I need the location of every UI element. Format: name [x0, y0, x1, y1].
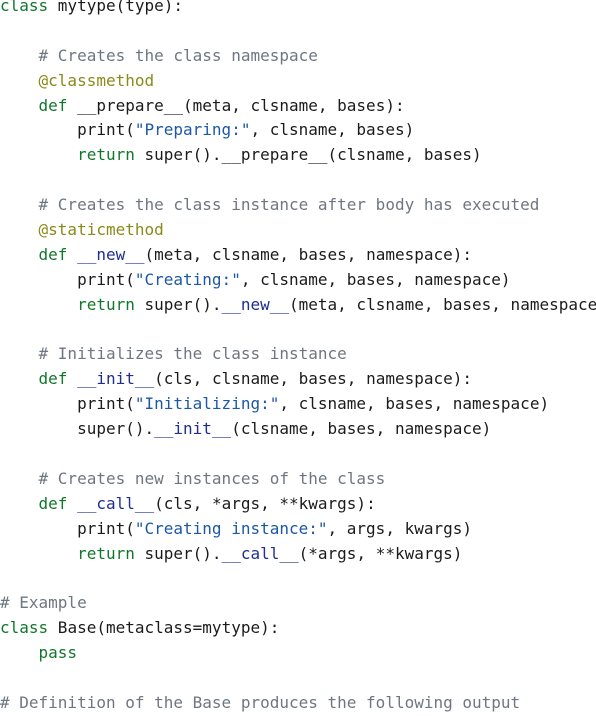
code-text — [0, 145, 77, 164]
keyword-token: return — [77, 294, 135, 314]
code-text: super().__prepare__(clsname, bases) — [134, 145, 482, 165]
dunder-token: __new__ — [221, 294, 289, 314]
code-text: (meta, clsname, bases, namespace): — [144, 244, 473, 264]
code-text — [0, 643, 39, 662]
keyword-token: pass — [38, 643, 78, 663]
code-line — [0, 318, 596, 343]
code-text — [0, 544, 77, 563]
code-line — [0, 19, 596, 44]
code-text: (*args, **kwargs) — [298, 543, 463, 563]
code-line: @classmethod — [0, 69, 596, 94]
code-line — [0, 168, 596, 193]
code-text: print( — [0, 120, 135, 140]
code-text — [0, 71, 39, 90]
code-line — [0, 666, 596, 691]
decorator-token: @classmethod — [38, 70, 155, 90]
code-text: , clsname, bases, namespace) — [279, 394, 550, 414]
keyword-token: def — [38, 244, 68, 264]
string-token: "Creating instance:" — [134, 518, 328, 538]
code-text — [0, 369, 39, 388]
decorator-token: @staticmethod — [38, 220, 164, 240]
code-line: class Base(metaclass=mytype): — [0, 616, 596, 641]
code-text — [0, 494, 39, 513]
code-text: (meta, clsname, bases, namespace) — [289, 294, 596, 314]
code-text — [0, 220, 39, 239]
code-text: print( — [0, 518, 135, 538]
code-line: def __prepare__(meta, clsname, bases): — [0, 94, 596, 119]
string-token: "Creating:" — [134, 269, 241, 289]
code-text — [0, 344, 39, 363]
dunder-token: __call__ — [77, 493, 155, 513]
dunder-token: __new__ — [77, 244, 145, 264]
comment-token: # Creates the class namespace — [38, 45, 318, 65]
code-text — [0, 96, 39, 115]
keyword-token: return — [77, 145, 135, 165]
dunder-token: __call__ — [221, 543, 299, 563]
code-line: return super().__prepare__(clsname, base… — [0, 143, 596, 168]
code-text — [0, 46, 39, 65]
keyword-token: return — [77, 543, 135, 563]
comment-token: # Definition of the Base produces the fo… — [0, 692, 521, 712]
dunder-token: __init__ — [77, 369, 155, 389]
code-line: print("Preparing:", clsname, bases) — [0, 118, 596, 143]
code-text: super(). — [134, 294, 222, 314]
comment-token: # Creates the class instance after body … — [38, 195, 540, 215]
code-text: (cls, clsname, bases, namespace): — [154, 369, 473, 389]
code-line — [0, 566, 596, 591]
comment-token: # Creates new instances of the class — [38, 468, 386, 488]
code-text: super(). — [0, 419, 155, 439]
code-line: # Creates the class instance after body … — [0, 193, 596, 218]
keyword-token: def — [38, 95, 68, 115]
code-line: # Definition of the Base produces the fo… — [0, 691, 596, 716]
code-text — [0, 245, 39, 264]
comment-token: # Initializes the class instance — [38, 344, 347, 364]
code-line: print("Initializing:", clsname, bases, n… — [0, 392, 596, 417]
code-line: print("Creating:", clsname, bases, names… — [0, 268, 596, 293]
code-text — [67, 494, 77, 513]
string-token: "Initializing:" — [134, 394, 280, 414]
code-text: mytype(type): — [48, 0, 184, 15]
keyword-token: class — [0, 0, 49, 15]
code-line — [0, 442, 596, 467]
code-text — [0, 469, 39, 488]
code-line: super().__init__(clsname, bases, namespa… — [0, 417, 596, 442]
code-text — [0, 295, 77, 314]
code-text: , clsname, bases, namespace) — [240, 269, 511, 289]
code-text — [67, 369, 77, 388]
code-line: def __init__(cls, clsname, bases, namesp… — [0, 367, 596, 392]
code-line: # Creates new instances of the class — [0, 467, 596, 492]
code-text — [67, 245, 77, 264]
comment-token: # Example — [0, 593, 87, 613]
code-line: class mytype(type): — [0, 0, 596, 19]
code-text: (clsname, bases, namespace) — [231, 419, 492, 439]
code-line: @staticmethod — [0, 218, 596, 243]
keyword-token: class — [0, 618, 49, 638]
code-text: Base(metaclass=mytype): — [48, 618, 280, 638]
code-text: print( — [0, 394, 135, 414]
code-text: , args, kwargs) — [327, 518, 473, 538]
keyword-token: def — [38, 369, 68, 389]
code-text — [0, 195, 39, 214]
code-line: # Example — [0, 591, 596, 616]
dunder-token: __init__ — [154, 419, 232, 439]
code-line: return super().__new__(meta, clsname, ba… — [0, 293, 596, 318]
code-text: __prepare__(meta, clsname, bases): — [67, 95, 405, 115]
code-text: print( — [0, 269, 135, 289]
code-line: # Creates the class namespace — [0, 44, 596, 69]
code-line: def __call__(cls, *args, **kwargs): — [0, 492, 596, 517]
code-line: return super().__call__(*args, **kwargs) — [0, 542, 596, 567]
code-text: super(). — [134, 543, 222, 563]
code-line: # Initializes the class instance — [0, 342, 596, 367]
string-token: "Preparing:" — [134, 120, 251, 140]
keyword-token: def — [38, 493, 68, 513]
code-line: pass — [0, 641, 596, 666]
code-line: print("Creating instance:", args, kwargs… — [0, 517, 596, 542]
code-text: (cls, *args, **kwargs): — [154, 493, 376, 513]
code-line: def __new__(meta, clsname, bases, namesp… — [0, 243, 596, 268]
code-text: , clsname, bases) — [250, 120, 415, 140]
